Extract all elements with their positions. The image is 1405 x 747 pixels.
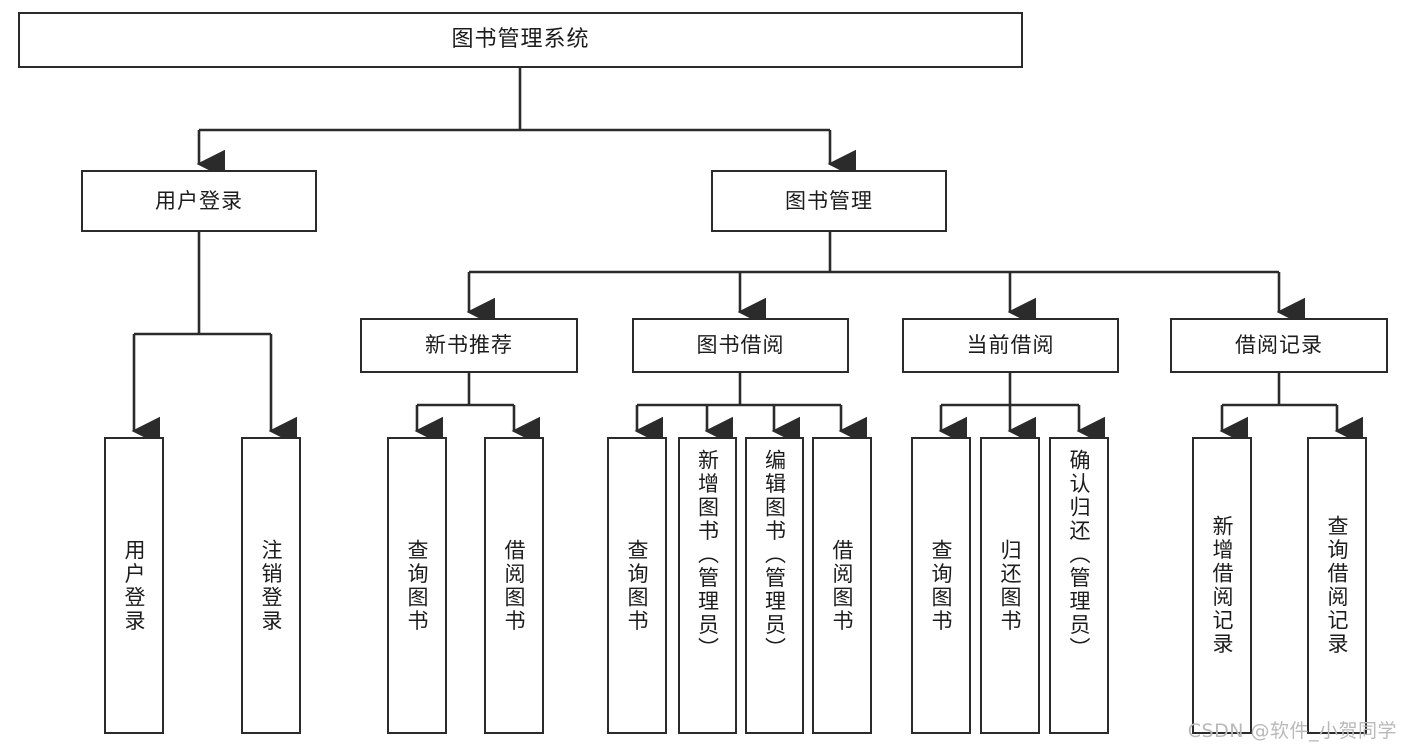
node-leaf-add-record[interactable]: 新增借阅记录 [1192, 437, 1252, 734]
node-book-borrow-label: 图书借阅 [696, 333, 785, 358]
node-current-borrow[interactable]: 当前借阅 [902, 318, 1119, 373]
node-leaf-user-login-label: 用户登录 [122, 538, 147, 633]
node-leaf-borrow-book-2-label: 借阅图书 [830, 538, 855, 633]
node-leaf-query-book-3[interactable]: 查询图书 [911, 437, 971, 734]
node-leaf-query-book-2[interactable]: 查询图书 [607, 437, 667, 734]
node-leaf-edit-book-label: 编辑图书（管理员） [762, 449, 787, 661]
node-leaf-return-book[interactable]: 归还图书 [980, 437, 1040, 734]
node-book-manage[interactable]: 图书管理 [711, 170, 947, 232]
node-new-book-recommend-label: 新书推荐 [425, 333, 513, 358]
node-user-login[interactable]: 用户登录 [81, 170, 317, 232]
node-leaf-query-record-label: 查询借阅记录 [1325, 515, 1350, 656]
node-leaf-logout-login[interactable]: 注销登录 [241, 437, 301, 734]
node-borrow-record-label: 借阅记录 [1235, 333, 1323, 358]
node-leaf-confirm-return[interactable]: 确认归还（管理员） [1049, 437, 1109, 734]
node-current-borrow-label: 当前借阅 [966, 333, 1055, 358]
node-leaf-query-book-1-label: 查询图书 [405, 538, 430, 633]
node-new-book-recommend[interactable]: 新书推荐 [360, 318, 578, 373]
node-leaf-user-login[interactable]: 用户登录 [104, 437, 164, 734]
node-leaf-query-book-2-label: 查询图书 [625, 538, 650, 633]
node-leaf-confirm-return-label: 确认归还（管理员） [1067, 449, 1092, 661]
node-leaf-borrow-book-1-label: 借阅图书 [502, 538, 527, 633]
watermark-text: CSDN @软件_小贺同学 [1187, 720, 1397, 742]
node-leaf-borrow-book-2[interactable]: 借阅图书 [812, 437, 872, 734]
node-root-label: 图书管理系统 [451, 27, 590, 53]
node-book-borrow[interactable]: 图书借阅 [632, 318, 849, 373]
node-leaf-query-record[interactable]: 查询借阅记录 [1307, 437, 1367, 734]
node-user-login-label: 用户登录 [155, 188, 243, 213]
node-leaf-add-record-label: 新增借阅记录 [1210, 515, 1235, 656]
node-leaf-query-book-3-label: 查询图书 [929, 538, 954, 633]
node-leaf-edit-book[interactable]: 编辑图书（管理员） [745, 437, 804, 734]
node-leaf-borrow-book-1[interactable]: 借阅图书 [484, 437, 544, 734]
node-root[interactable]: 图书管理系统 [18, 12, 1023, 68]
node-leaf-add-book[interactable]: 新增图书（管理员） [678, 437, 737, 734]
node-leaf-query-book-1[interactable]: 查询图书 [387, 437, 447, 734]
node-leaf-add-book-label: 新增图书（管理员） [695, 449, 720, 661]
node-borrow-record[interactable]: 借阅记录 [1170, 318, 1388, 373]
node-book-manage-label: 图书管理 [785, 188, 873, 213]
node-leaf-return-book-label: 归还图书 [998, 538, 1023, 633]
node-leaf-logout-login-label: 注销登录 [259, 538, 284, 633]
